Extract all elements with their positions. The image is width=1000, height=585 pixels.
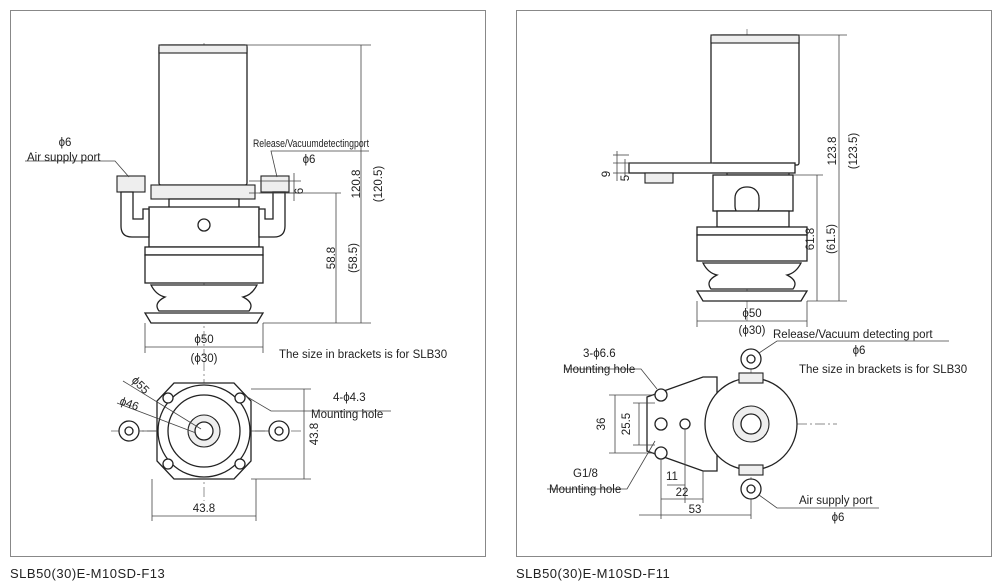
label-dim-25-5: 25.5	[621, 413, 633, 435]
label-release-port: Release/Vacuum detecting port	[773, 329, 933, 341]
label-dim-58-8: 58.8	[326, 247, 338, 269]
label-dim-43-8-h: 43.8	[193, 503, 215, 515]
caption-right: SLB50(30)E-M10SD-F11	[516, 566, 671, 581]
label-dim-22: 22	[676, 487, 689, 499]
label-dim-123-8: 123.8	[827, 137, 839, 166]
mount-hole-3	[162, 458, 174, 470]
pad-flange	[144, 246, 264, 256]
label-dia50: ϕ50	[742, 308, 761, 320]
label-dia50: ϕ50	[194, 334, 213, 346]
label-air-supply: Air supply port	[799, 495, 873, 507]
mount-hole-2	[654, 417, 668, 431]
bracket-arm	[628, 162, 796, 174]
drawing-left-svg: ϕ6 Air supply port Release/Vacuumdetecti…	[25, 43, 447, 521]
air-fitting-nut	[738, 464, 764, 476]
top-view-bore	[194, 421, 214, 441]
drawing-panel-right: 9 5 123.8 (123.5) 61.8 (61.5) ϕ50 (ϕ30) …	[516, 10, 992, 557]
air-fitting-elbow	[120, 191, 150, 238]
label-dim-61-5: (61.5)	[826, 224, 838, 254]
label-four-holes: 4-ϕ4.3	[333, 392, 366, 404]
label-phi6-air: ϕ6	[832, 512, 845, 524]
cylinder-top-cap	[710, 34, 800, 44]
mount-hole-1	[162, 392, 174, 404]
bracket-tab	[644, 172, 674, 184]
label-dim-36: 36	[596, 418, 608, 431]
label-bracket-note: The size in brackets is for SLB30	[799, 364, 967, 376]
air-fitting-top	[116, 175, 146, 193]
release-fitting-nut	[738, 372, 764, 384]
label-mounting-hole: Mounting hole	[311, 409, 383, 421]
pad-upper	[696, 234, 808, 262]
label-dim-9: 9	[601, 171, 613, 177]
label-dim-120-8: 120.8	[351, 170, 363, 199]
pad-lip	[143, 312, 265, 324]
pad-bellows	[701, 262, 803, 290]
label-dim-6: 6	[294, 188, 306, 194]
label-dim-61-8: 61.8	[805, 228, 817, 250]
cylinder-body	[158, 44, 248, 186]
g18-port	[679, 418, 691, 430]
cylinder-body	[710, 34, 800, 166]
bottom-bore	[740, 413, 762, 435]
label-phi6-release: ϕ6	[303, 154, 316, 166]
lock-nut	[150, 184, 256, 200]
drawing-panel-left: ϕ6 Air supply port Release/Vacuumdetecti…	[10, 10, 486, 557]
label-dim-43-8-v: 43.8	[309, 423, 321, 445]
pad-lip	[695, 290, 809, 302]
label-dim-11: 11	[666, 471, 678, 483]
mount-hole-2	[234, 392, 246, 404]
mount-hole-1	[654, 388, 668, 402]
label-phi6-air: ϕ6	[59, 137, 72, 149]
label-phi6-release: ϕ6	[853, 345, 866, 357]
caption-left: SLB50(30)E-M10SD-F13	[10, 566, 166, 581]
label-release-port: Release/Vacuumdetectingport	[253, 138, 369, 150]
label-dia30: (ϕ30)	[739, 325, 766, 337]
label-air-supply: Air supply port	[27, 152, 101, 164]
release-fitting-elbow	[258, 191, 286, 238]
label-dim-120-5: (120.5)	[373, 166, 385, 203]
label-three-holes: 3-ϕ6.6	[583, 348, 616, 360]
label-mounting-hole: Mounting hole	[563, 364, 635, 376]
pad-upper	[144, 254, 264, 284]
label-dim-58-5: (58.5)	[348, 243, 360, 273]
label-dia30: (ϕ30)	[191, 353, 218, 365]
label-dia55: ϕ55	[129, 375, 151, 397]
mount-hole-4	[234, 458, 246, 470]
center-port	[197, 218, 211, 232]
label-dim-123-5: (123.5)	[848, 133, 860, 170]
drawing-right-svg: 9 5 123.8 (123.5) 61.8 (61.5) ϕ50 (ϕ30) …	[547, 29, 967, 524]
label-dia46: ϕ46	[118, 396, 140, 414]
pad-flange	[696, 226, 808, 236]
pad-bellows	[149, 284, 259, 312]
release-fitting-top	[260, 175, 290, 193]
cylinder-top-cap	[158, 44, 248, 54]
label-g18: G1/8	[573, 468, 598, 480]
adapter	[716, 210, 790, 228]
mount-hole-3	[654, 446, 668, 460]
label-mounting-hole-2: Mounting hole	[549, 484, 621, 496]
label-bracket-note: The size in brackets is for SLB30	[279, 349, 447, 361]
label-dim-53: 53	[689, 504, 702, 516]
label-dim-5: 5	[620, 175, 632, 181]
